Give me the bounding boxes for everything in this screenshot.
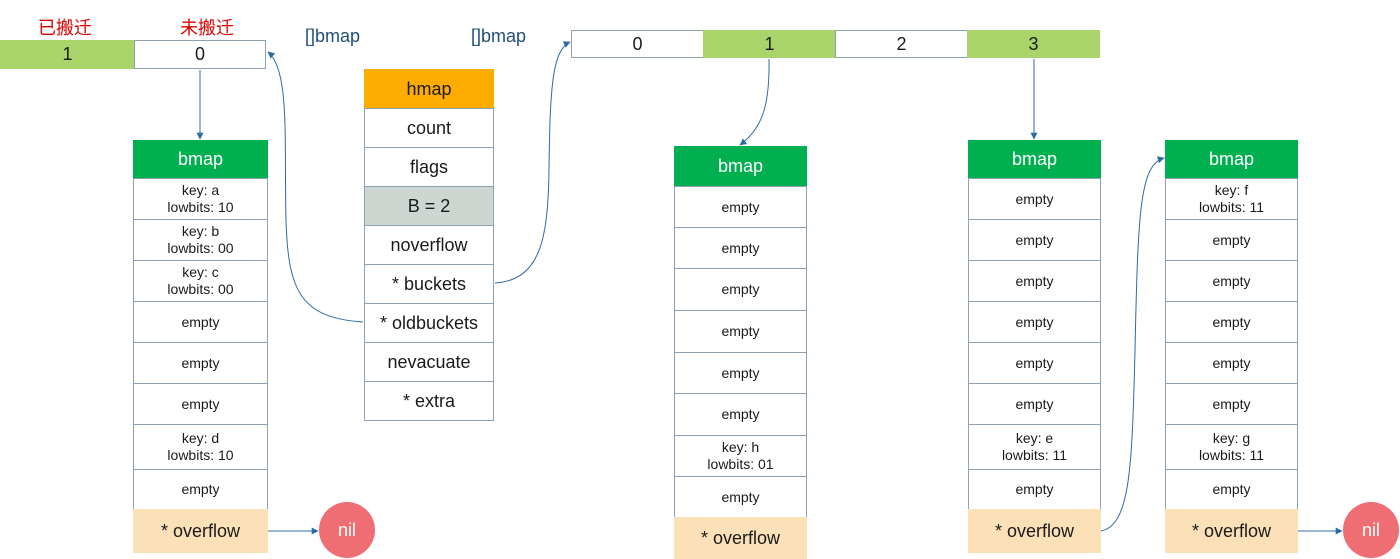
new-bucket-3-slot: empty (968, 178, 1101, 220)
new-bucket-3-slot: empty (968, 219, 1101, 261)
old-bucket-slot: empty (133, 469, 268, 510)
overflow-bucket-overflow: * overflow (1165, 509, 1298, 553)
new-bucket-3-slot: empty (968, 342, 1101, 384)
overflow-bucket-slot: empty (1165, 383, 1298, 425)
overflow-chain-arrow (1100, 156, 1165, 532)
new-bucket-1-slot: empty (674, 476, 807, 518)
hmap-field-nevacuate: nevacuate (364, 342, 494, 382)
new-bucket-3-overflow: * overflow (968, 509, 1101, 553)
hmap-field-count: count (364, 108, 494, 148)
new-array-slot-0: 0 (571, 30, 704, 58)
old-bucket-slot: key: a lowbits: 10 (133, 178, 268, 220)
overflow-bucket-slot: empty (1165, 342, 1298, 384)
old-bucket-overflow: * overflow (133, 509, 268, 553)
old-array-slot-1: 0 (134, 40, 266, 69)
new-bmap-array-label: []bmap (471, 26, 527, 46)
hmap-header: hmap (364, 69, 494, 109)
new-bucket-1-slot: empty (674, 352, 807, 394)
oldbuckets-pointer-arrow (267, 51, 364, 323)
new-bucket-3-slot: key: e lowbits: 11 (968, 424, 1101, 470)
new-bucket-1-slot: key: h lowbits: 01 (674, 435, 807, 477)
hmap-field-noverflow: noverflow (364, 225, 494, 265)
overflow-bucket-header: bmap (1165, 140, 1298, 179)
old-bucket-slot: empty (133, 342, 268, 384)
new-bucket-3-slot: empty (968, 469, 1101, 510)
buckets-pointer-arrow (494, 41, 571, 284)
nil-node-left: nil (319, 502, 375, 558)
hmap-field-extra: * extra (364, 381, 494, 421)
new-bucket-1-slot: empty (674, 310, 807, 353)
overflow-bucket-slot: empty (1165, 301, 1298, 343)
overflow-bucket-slot: key: f lowbits: 11 (1165, 178, 1298, 220)
new-bucket-1-overflow: * overflow (674, 517, 807, 559)
old-bucket-slot: key: b lowbits: 00 (133, 219, 268, 261)
new-slot-1-to-bucket-arrow (739, 58, 770, 146)
old-bucket-slot: empty (133, 383, 268, 425)
nil-node-right: nil (1343, 502, 1399, 558)
hmap-field-buckets: * buckets (364, 264, 494, 304)
hmap-field-oldbuckets: * oldbuckets (364, 303, 494, 343)
new-bucket-1-slot: empty (674, 268, 807, 311)
migrated-label: 已搬迁 (38, 18, 92, 38)
new-bucket-3-slot: empty (968, 301, 1101, 343)
not-migrated-label: 未搬迁 (180, 18, 234, 38)
new-array-slot-3: 3 (967, 30, 1100, 58)
new-bucket-3-header: bmap (968, 140, 1101, 179)
new-bucket-1-slot: empty (674, 227, 807, 269)
old-bmap-array-label: []bmap (305, 26, 361, 46)
new-array-slot-1: 1 (703, 30, 836, 58)
old-bucket-header: bmap (133, 140, 268, 179)
